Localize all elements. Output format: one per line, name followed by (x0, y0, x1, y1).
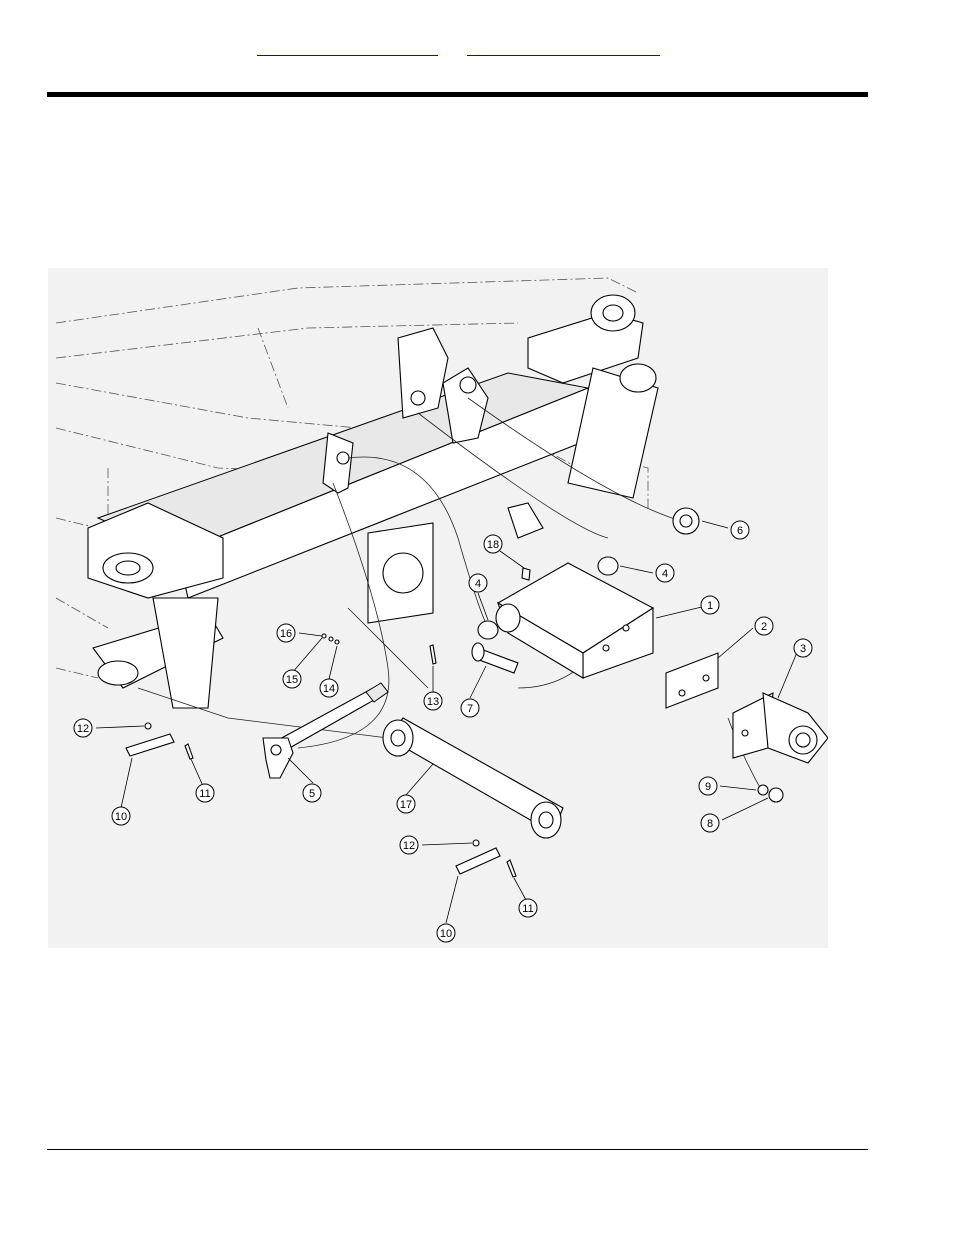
bottom-rule (47, 1149, 868, 1150)
callout-8: 8 (701, 814, 719, 832)
parts-diagram-svg: 1 2 3 4 4 5 6 7 8 9 10 10 11 11 12 12 13… (48, 268, 828, 948)
callout-17: 17 (397, 795, 415, 813)
callout-2: 2 (755, 617, 773, 635)
nut-8 (769, 788, 783, 802)
svg-text:12: 12 (403, 840, 415, 852)
callout-9: 9 (699, 777, 717, 795)
svg-text:3: 3 (800, 643, 806, 655)
svg-text:9: 9 (705, 781, 711, 793)
parts-diagram: 1 2 3 4 4 5 6 7 8 9 10 10 11 11 12 12 13… (48, 268, 828, 948)
svg-text:5: 5 (309, 788, 315, 800)
svg-text:18: 18 (487, 539, 499, 551)
callout-10-left: 10 (112, 807, 130, 825)
svg-text:1: 1 (707, 600, 713, 612)
callout-7: 7 (461, 699, 479, 717)
callout-14: 14 (320, 679, 338, 697)
svg-text:17: 17 (400, 799, 412, 811)
callout-3: 3 (794, 639, 812, 657)
top-rule (47, 92, 868, 97)
svg-text:6: 6 (737, 525, 743, 537)
callout-4-right: 4 (656, 564, 674, 582)
callout-15: 15 (283, 670, 301, 688)
svg-text:7: 7 (467, 703, 473, 715)
svg-text:11: 11 (522, 903, 533, 915)
svg-text:10: 10 (115, 811, 127, 823)
bushing-right (598, 557, 618, 575)
svg-text:2: 2 (761, 621, 767, 633)
svg-text:4: 4 (662, 568, 668, 580)
callout-12-left: 12 (74, 719, 92, 737)
callout-6: 6 (731, 521, 749, 539)
callout-10-right: 10 (437, 924, 455, 942)
washer-9 (758, 785, 768, 795)
callout-13: 13 (424, 692, 442, 710)
callout-18: 18 (484, 535, 502, 553)
callout-11-right: 11 (519, 899, 537, 917)
callout-1: 1 (701, 596, 719, 614)
callout-11-left: 11 (196, 784, 214, 802)
svg-text:11: 11 (199, 788, 210, 800)
callout-16: 16 (277, 624, 295, 642)
header-link-2[interactable] (467, 43, 660, 56)
svg-text:16: 16 (280, 628, 292, 640)
svg-text:8: 8 (707, 818, 713, 830)
header-link-1[interactable] (257, 43, 438, 56)
svg-text:4: 4 (475, 578, 481, 590)
svg-text:15: 15 (286, 674, 298, 686)
bushing-left (478, 621, 498, 639)
svg-text:12: 12 (77, 723, 89, 735)
callout-4-left: 4 (469, 574, 487, 592)
svg-text:14: 14 (323, 683, 335, 695)
svg-text:10: 10 (440, 928, 452, 940)
svg-text:13: 13 (427, 696, 439, 708)
callout-5: 5 (303, 784, 321, 802)
callout-12-right: 12 (400, 836, 418, 854)
